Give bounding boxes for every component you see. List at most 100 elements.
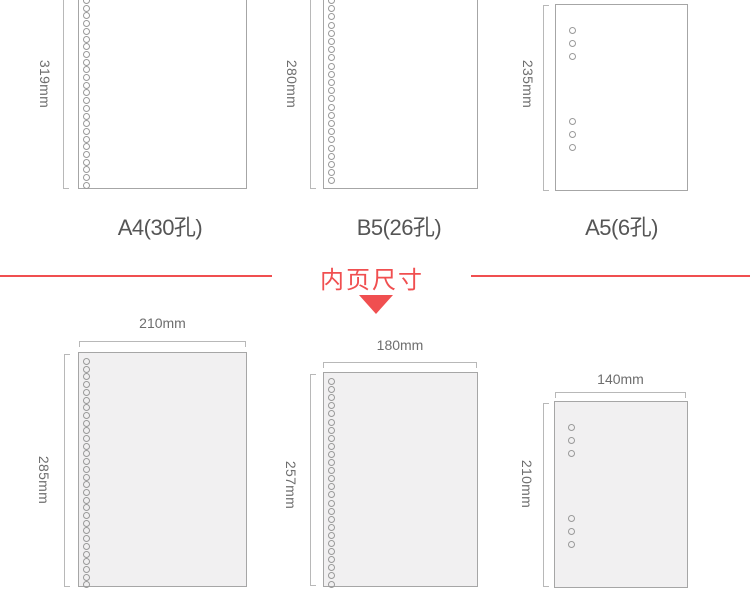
punch-hole-icon [83,504,90,512]
punch-hole-icon [328,572,335,580]
punch-hole-icon [83,0,90,4]
punch-hole-icon [83,381,90,389]
punch-hole-icon [83,404,90,412]
punch-hole-icon [328,136,335,144]
punch-hole-icon [83,365,90,373]
punch-hole-icon [328,434,335,442]
a4-binder-page [78,0,247,189]
punch-hole-icon [328,161,335,168]
punch-hole-icon [83,158,90,166]
punch-hole-icon [328,515,335,523]
punch-hole-icon [569,118,576,125]
punch-hole-icon [83,181,90,189]
punch-hole-icon [328,38,335,45]
punch-hole-icon [328,54,335,62]
punch-hole-icon [328,499,335,507]
punch-hole-icon [328,29,335,37]
punch-hole-icon [83,166,90,174]
punch-hole-icon [328,62,335,70]
punch-hole-icon [83,66,90,74]
punch-hole-icon [328,475,335,483]
punch-hole-icon [83,427,90,435]
punch-hole-icon [328,111,335,119]
punch-hole-icon [83,4,90,12]
punch-hole-icon [83,527,90,535]
a5-inner-height-label: 210mm [519,459,535,509]
a4-name-label: A4(30孔) [117,215,203,240]
punch-hole-icon [328,410,335,418]
punch-hole-icon [83,458,90,466]
punch-hole-icon [328,442,335,450]
punch-hole-icon [328,507,335,515]
a5-inner-page [554,401,688,588]
punch-hole-icon [328,5,335,13]
a4-width-label: 210mm [139,315,186,331]
punch-hole-icon [83,97,90,105]
punch-hole-icon [83,496,90,504]
punch-hole-icon [568,437,575,444]
punch-hole-icon [83,127,90,135]
punch-hole-icon [83,473,90,481]
punch-hole-icon [83,12,90,20]
punch-hole-icon [83,388,90,396]
punch-hole-icon [83,27,90,35]
punch-hole-icon [569,144,576,151]
punch-hole-icon [328,46,335,54]
punch-hole-icon [569,27,576,34]
punch-hole-icon [83,151,90,158]
punch-hole-icon [83,50,90,58]
punch-hole-icon [328,491,335,499]
punch-hole-icon [83,550,90,558]
a4-inner-page [78,352,247,589]
punch-hole-icon [328,0,335,4]
punch-hole-icon [83,89,90,97]
punch-hole-icon [83,419,90,427]
b5-inner-height-label: 257mm [283,460,299,510]
punch-hole-icon [328,103,335,111]
b5-height-label: 280mm [284,59,300,109]
punch-hole-icon [328,79,335,86]
punch-hole-icon [83,20,90,28]
divider-line-left [0,275,272,277]
punch-hole-icon [328,564,335,572]
b5-binder-page [323,0,478,189]
punch-hole-icon [569,40,576,47]
b5-inner-height-bracket [310,374,316,586]
punch-hole-icon [569,53,576,60]
punch-hole-icon [328,531,335,539]
punch-hole-icon [328,70,335,78]
punch-hole-icon [83,481,90,489]
a4-inner-height-bracket [64,354,70,587]
punch-hole-icon [83,465,90,473]
b5-width-label: 180mm [376,337,424,353]
a5-width-label: 140mm [597,371,644,387]
punch-hole-icon [83,542,90,550]
punch-hole-icon [328,467,335,475]
punch-hole-icon [83,74,90,81]
punch-hole-icon [83,373,90,381]
punch-hole-icon [328,144,335,152]
punch-hole-icon [328,540,335,547]
a5-binder-page [555,4,688,191]
divider-line-right [471,275,750,277]
punch-hole-icon [328,152,335,160]
punch-hole-icon [83,442,90,450]
a4-height-label: 319mm [37,59,53,109]
punch-hole-icon [83,411,90,419]
a5-name-label: A5(6孔) [585,215,658,240]
punch-hole-icon [328,450,335,458]
a5-width-bracket [555,392,686,398]
punch-hole-icon [83,558,90,566]
punch-hole-icon [328,169,335,177]
a4-width-bracket [79,341,246,347]
punch-hole-icon [83,435,90,442]
a4-inner-height-label: 285mm [36,455,52,505]
punch-hole-icon [328,13,335,21]
punch-hole-icon [328,418,335,426]
punch-hole-icon [568,515,575,522]
punch-hole-icon [83,81,90,89]
punch-hole-icon [83,135,90,143]
punch-hole-icon [83,358,90,365]
punch-hole-icon [328,394,335,402]
section-title: 内页尺寸 [320,267,424,294]
